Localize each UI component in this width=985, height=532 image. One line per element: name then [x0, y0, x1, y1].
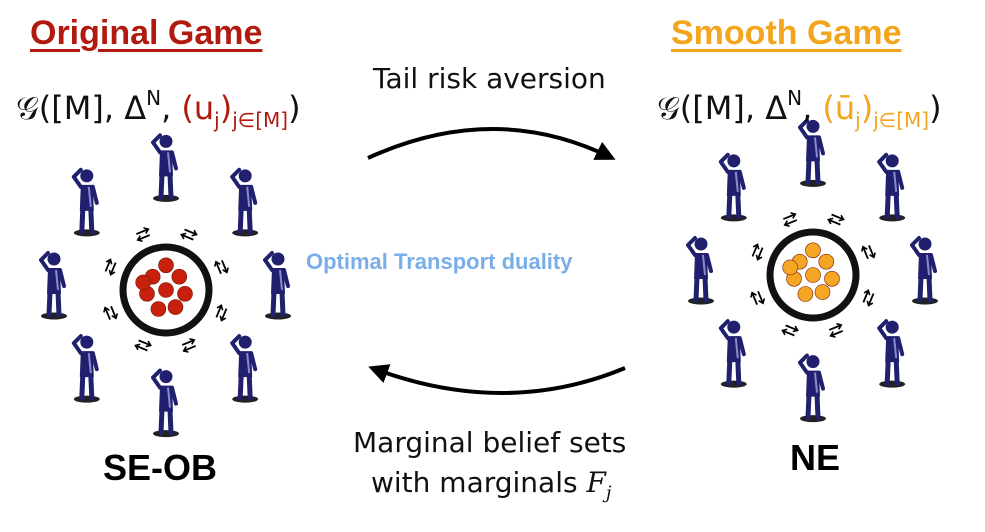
right-formula-prefix: 𝒢([M], Δ [657, 89, 788, 127]
player-figure-icon [151, 133, 179, 202]
bottom-arrow-label-prefix: with marginals [371, 466, 587, 499]
belief-ball [814, 284, 831, 300]
center-label: Optimal Transport duality [306, 249, 573, 274]
bottom-arrow [368, 364, 626, 395]
top-arrow-label: Tail risk aversion [373, 62, 606, 95]
bottom-arrow-label-line2: with marginals Fj [371, 466, 612, 504]
right-formula-sup: N [787, 86, 803, 110]
exchange-arrows-icon [180, 228, 198, 241]
player-figure-icon [910, 236, 938, 305]
player-figure-icon [877, 319, 906, 388]
left-equilibrium-label: SE-OB [103, 447, 218, 488]
player-figure-icon [798, 118, 826, 187]
player-figure-icon [798, 353, 826, 423]
right-utility-sub: j [855, 108, 861, 132]
exchange-arrows-icon [104, 258, 117, 276]
right-formula-mid: , [802, 89, 823, 127]
left-formula-mid: , [161, 89, 182, 127]
left-formula-sup: N [146, 86, 162, 110]
right-player-cluster [686, 118, 938, 423]
player-figure-icon [151, 368, 179, 438]
player-figure-icon [230, 334, 259, 403]
player-figure-icon [230, 167, 259, 237]
right-equilibrium-label: NE [790, 437, 841, 478]
belief-ball [824, 270, 840, 287]
right-formula: 𝒢([M], ΔN, (ūj)j∈[M]) [657, 86, 942, 132]
player-figure-icon [718, 152, 747, 222]
right-formula-suffix: ) [929, 89, 942, 127]
left-utility-index: j∈[M] [232, 108, 289, 132]
exchange-arrows-icon [215, 304, 228, 322]
exchange-arrows-icon [827, 213, 845, 226]
belief-ball [158, 282, 174, 298]
belief-ball [167, 299, 184, 315]
exchange-arrows-icon [134, 339, 152, 352]
left-title: Original Game [30, 14, 263, 52]
left-formula-utility: (uj)j∈[M] [181, 89, 288, 132]
player-figure-icon [263, 251, 291, 320]
right-utility-symbol: (ū [822, 89, 856, 127]
player-figure-icon [71, 334, 100, 403]
belief-ball [797, 286, 814, 302]
exchange-arrows-icon [828, 322, 843, 338]
belief-ball [171, 268, 188, 285]
left-formula-suffix: ) [288, 89, 301, 127]
belief-ball [805, 267, 821, 283]
belief-ball [818, 253, 835, 270]
exchange-arrows-icon [136, 227, 151, 243]
player-figure-icon [71, 167, 100, 237]
player-figure-icon [877, 152, 906, 222]
left-utility-close: ) [219, 89, 233, 127]
belief-ball [805, 242, 821, 259]
exchange-arrows-icon [783, 212, 798, 228]
left-utility-sub: j [214, 108, 220, 132]
right-utility-close: ) [860, 89, 874, 127]
belief-ball [177, 285, 193, 302]
belief-ball [158, 257, 174, 274]
exchange-arrows-icon [181, 337, 196, 353]
belief-ball [782, 259, 799, 276]
exchange-arrows-icon [103, 305, 119, 320]
exchange-arrows-icon [751, 243, 764, 261]
marginal-variable-sub: j [605, 482, 612, 504]
belief-ball [135, 274, 151, 291]
left-player-cluster [39, 133, 291, 438]
top-arrow [367, 127, 616, 160]
exchange-arrows-icon [750, 290, 766, 305]
bottom-arrow-label-line1: Marginal belief sets [353, 426, 627, 459]
right-utility-index: j∈[M] [873, 108, 930, 132]
left-utility-symbol: (u [181, 89, 215, 127]
exchange-arrows-icon [781, 324, 799, 337]
right-title: Smooth Game [671, 14, 902, 52]
left-formula-prefix: 𝒢([M], Δ [16, 89, 147, 127]
player-figure-icon [686, 236, 714, 305]
marginal-variable: F [586, 466, 606, 499]
exchange-arrows-icon [213, 260, 229, 275]
exchange-arrows-icon [860, 245, 876, 260]
player-figure-icon [718, 319, 747, 388]
right-formula-utility: (ūj)j∈[M] [822, 89, 929, 132]
left-formula: 𝒢([M], ΔN, (uj)j∈[M]) [16, 86, 301, 132]
player-figure-icon [39, 251, 67, 320]
belief-ball [150, 301, 167, 317]
exchange-arrows-icon [862, 289, 875, 307]
